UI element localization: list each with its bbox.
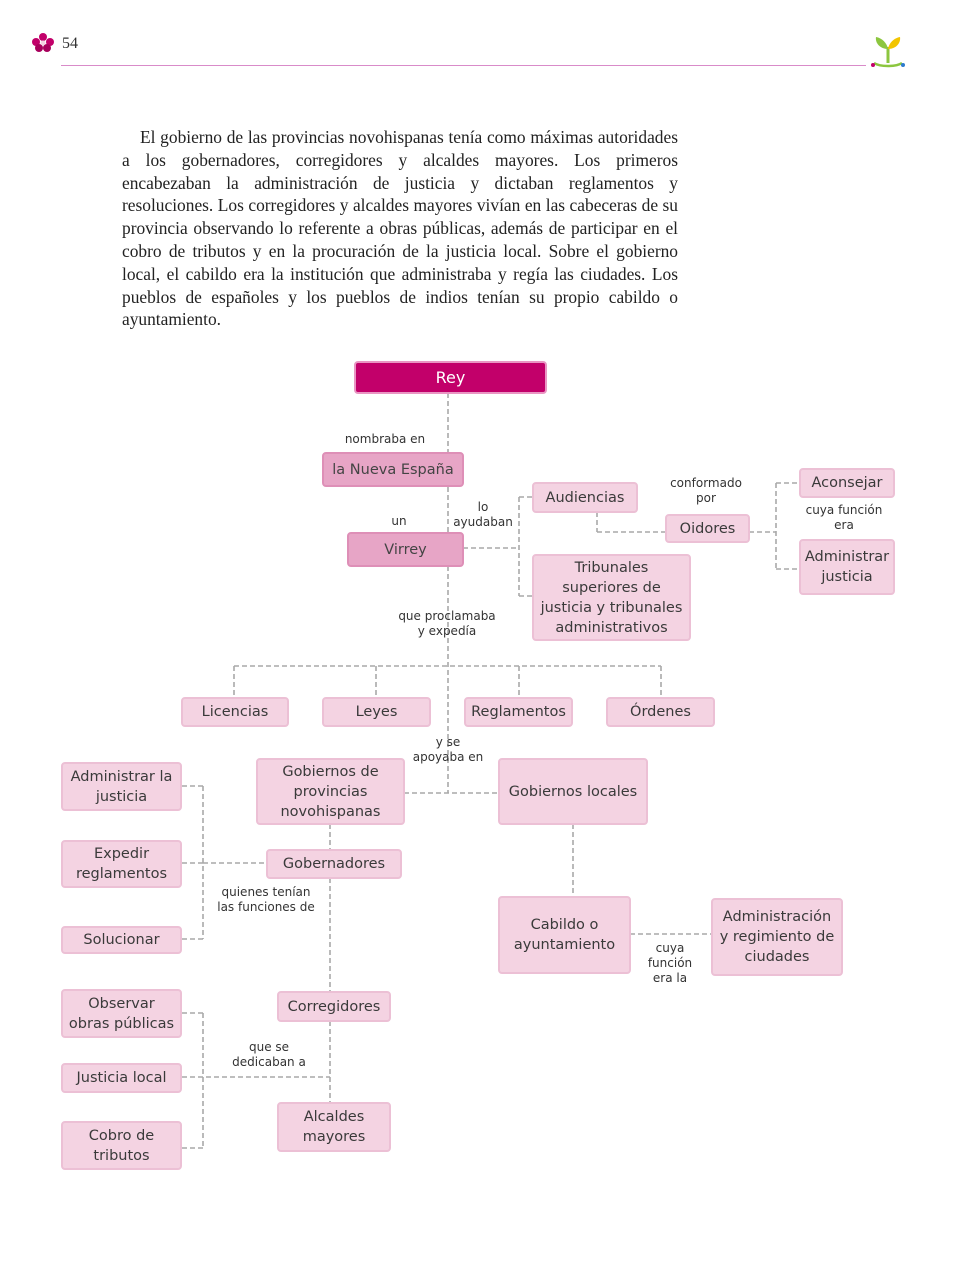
header-rule xyxy=(61,65,866,66)
flower-ornament-icon xyxy=(32,33,54,52)
node-leyes: Leyes xyxy=(322,697,431,727)
label-que-se-dedicaban: que se dedicaban a xyxy=(232,1040,306,1069)
node-solucionar: Solucionar xyxy=(61,926,182,954)
node-administracion-ciudades: Administración y regimiento de ciudades xyxy=(711,898,843,976)
label-quienes-tenian: quienes tenían las funciones de xyxy=(217,885,315,914)
node-justicia-local: Justicia local xyxy=(61,1063,182,1093)
node-licencias: Licencias xyxy=(181,697,289,727)
node-corregidores: Corregidores xyxy=(277,991,391,1022)
intro-paragraph: El gobierno de las provincias novohispan… xyxy=(122,127,678,330)
page-number: 54 xyxy=(62,35,78,52)
node-virrey: Virrey xyxy=(347,532,464,567)
node-observar-obras: Observar obras públicas xyxy=(61,989,182,1038)
node-tribunales: Tribunales superiores de justicia y trib… xyxy=(532,554,691,641)
node-ordenes: Órdenes xyxy=(606,697,715,727)
node-cobro-tributos: Cobro de tributos xyxy=(61,1121,182,1170)
node-cabildo: Cabildo o ayuntamiento xyxy=(498,896,631,974)
node-administrar-la-justicia: Administrar la justicia xyxy=(61,762,182,811)
node-alcaldes-mayores: Alcaldes mayores xyxy=(277,1102,391,1152)
node-gobiernos-locales: Gobiernos locales xyxy=(498,758,648,825)
label-cuya-funcion-era: cuya función era xyxy=(805,503,883,532)
node-nueva-espana: la Nueva España xyxy=(322,452,464,487)
label-un: un xyxy=(391,514,407,528)
node-reglamentos: Reglamentos xyxy=(464,697,573,727)
label-que-proclamaba: que proclamaba y expedía xyxy=(398,609,496,638)
node-oidores: Oidores xyxy=(665,514,750,543)
node-aconsejar: Aconsejar xyxy=(799,468,895,498)
label-nombraba-en: nombraba en xyxy=(344,432,426,446)
node-expedir-reglamentos: Expedir reglamentos xyxy=(61,840,182,888)
node-gobiernos-provincias: Gobiernos de provincias novohispanas xyxy=(256,758,405,825)
sprout-logo-icon xyxy=(871,37,905,68)
label-y-se-apoyaba: y se apoyaba en xyxy=(412,735,484,764)
label-conformado-por: conformado por xyxy=(670,476,742,505)
label-cuya-funcion-era-la: cuya función era la xyxy=(647,941,693,985)
node-gobernadores: Gobernadores xyxy=(266,849,402,879)
node-administrar-justicia-right: Administrar justicia xyxy=(799,539,895,595)
node-rey: Rey xyxy=(354,361,547,394)
node-audiencias: Audiencias xyxy=(532,482,638,513)
label-lo-ayudaban: lo ayudaban xyxy=(453,500,513,529)
